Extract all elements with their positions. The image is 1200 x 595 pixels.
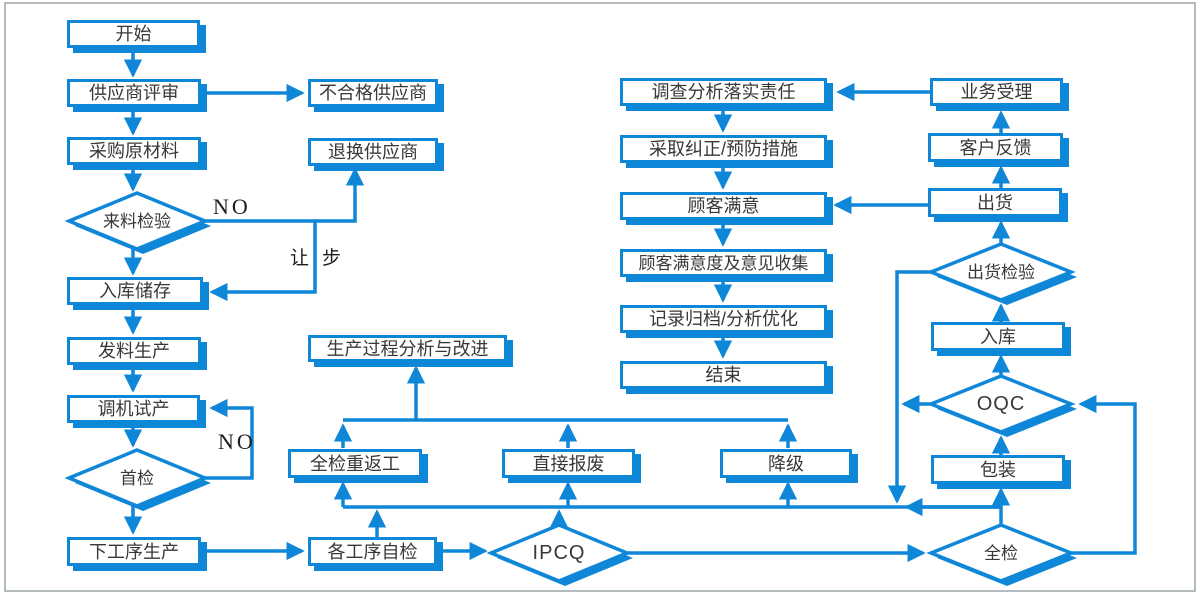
node-collect-feedback-label: 顾客满意度及意见收集 [638,253,809,273]
edge-fullinspection-oqc [1071,394,1137,555]
node-oqc-label: OQC [941,393,1061,415]
node-records-label: 记录归档/分析优化 [648,309,798,329]
node-customer-feedback: 客户反馈 [928,133,1063,162]
edge-label-concession-right: 步 [322,249,341,268]
node-records: 记录归档/分析优化 [620,305,827,333]
node-return-supplier-label: 退换供应商 [328,142,418,162]
node-collect-feedback: 顾客满意度及意见收集 [620,249,827,277]
node-incoming-inspection-label: 来料检验 [77,210,197,232]
node-start: 开始 [67,20,200,48]
node-process-analysis: 生产过程分析与改进 [308,335,507,362]
node-corrective: 采取纠正/预防措施 [620,135,827,163]
node-return-supplier: 退换供应商 [308,138,438,166]
node-warehouse-in: 入库 [931,322,1065,351]
node-unqualified-supplier-label: 不合格供应商 [319,83,427,103]
edge-incoming-no-return-supplier [205,167,365,223]
node-ship: 出货 [928,188,1062,217]
edge-concession-storage [209,221,317,302]
node-storage: 入库储存 [67,277,203,305]
concession-left-text: 让 [290,248,310,269]
node-trial-production: 调机试产 [67,395,200,423]
edge-label-first-no: NO [218,431,256,453]
shipping-inspection-diamond [926,242,1077,305]
node-customer-feedback-label: 客户反馈 [959,137,1032,158]
incoming-inspection-text: 来料检验 [103,211,171,231]
first-inspection-diamond [64,448,211,511]
edge-first-no-trial [205,398,254,480]
concession-right-text: 步 [322,248,342,269]
node-self-inspection: 各工序自检 [308,537,437,566]
node-warehouse-in-label: 入库 [980,326,1016,347]
node-satisfaction: 顾客满意 [620,192,827,220]
node-direct-scrap: 直接报废 [502,449,635,478]
shipping-inspection-text: 出货检验 [967,262,1035,282]
incoming-inspection-diamond [64,191,211,254]
node-satisfaction-label: 顾客满意 [687,196,760,216]
oqc-text: OQC [976,393,1026,415]
first-inspection-text: 首检 [120,468,154,488]
node-full-rework-label: 全检重返工 [310,453,400,474]
node-purchase-label: 采购原材料 [89,141,179,161]
node-downgrade-label: 降级 [768,453,804,474]
node-packing: 包装 [931,455,1065,484]
node-investigate-label: 调查分析落实责任 [651,82,796,102]
node-business-accept: 业务受理 [930,78,1063,106]
node-purchase: 采购原材料 [67,137,201,165]
node-supplier-review-label: 供应商评审 [89,83,179,103]
diamond-shapes [64,191,1077,586]
edge-shipinspect-reject-down [887,270,931,504]
node-full-rework: 全检重返工 [288,449,422,478]
node-first-inspection-label: 首检 [77,467,197,489]
node-storage-label: 入库储存 [99,281,171,301]
ipcq-text: IPCQ [532,542,586,564]
edge-label-incoming-no: NO [213,196,251,218]
node-self-inspection-label: 各工序自检 [327,541,418,562]
node-finish-label: 结束 [705,365,742,385]
full-inspection-diamond [926,523,1077,586]
node-shipping-inspection-label: 出货检验 [941,261,1061,283]
node-business-accept-label: 业务受理 [960,82,1033,102]
node-ipcq-label: IPCQ [499,542,619,564]
full-inspection-text: 全检 [984,543,1018,563]
node-unqualified-supplier: 不合格供应商 [308,79,438,107]
node-next-process: 下工序生产 [67,537,201,566]
node-finish: 结束 [620,361,827,389]
incoming-no-text: NO [213,194,251,219]
node-start-label: 开始 [115,24,152,44]
edges [123,48,1137,563]
node-downgrade: 降级 [720,449,852,478]
node-direct-scrap-label: 直接报废 [532,453,605,474]
node-corrective-label: 采取纠正/预防措施 [648,139,798,159]
node-investigate: 调查分析落实责任 [620,78,827,106]
node-full-inspection-label: 全检 [941,542,1061,564]
node-issue-production-label: 发料生产 [98,341,170,361]
node-process-analysis-label: 生产过程分析与改进 [326,338,489,359]
node-next-process-label: 下工序生产 [89,541,179,562]
node-packing-label: 包装 [980,459,1016,480]
edge-label-concession-left: 让 [290,249,309,268]
node-trial-production-label: 调机试产 [97,399,170,419]
ipcq-diamond [486,523,633,586]
first-no-text: NO [218,429,256,454]
node-issue-production: 发料生产 [67,337,201,365]
oqc-diamond [926,374,1077,437]
node-ship-label: 出货 [977,192,1013,213]
node-supplier-review: 供应商评审 [67,79,201,107]
